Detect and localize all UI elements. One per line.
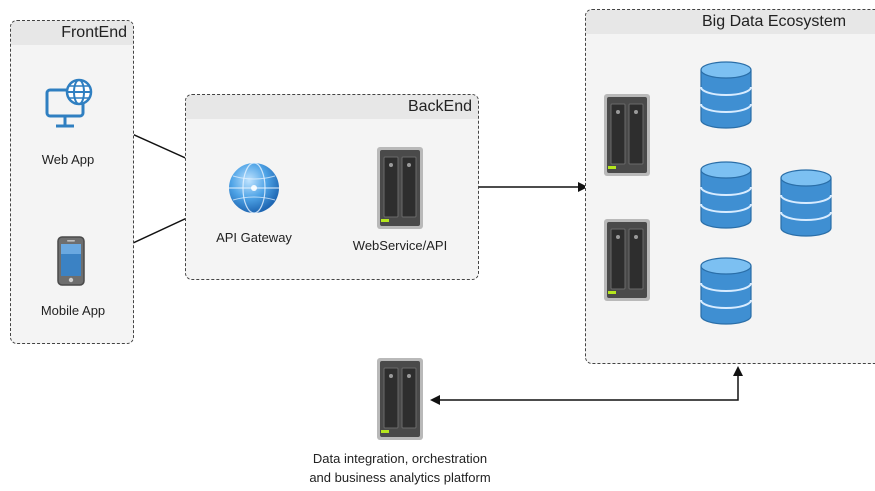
webservice-label: WebService/API xyxy=(352,238,448,253)
server-icon[interactable] xyxy=(604,94,650,181)
database-icon[interactable] xyxy=(699,160,753,235)
database-icon[interactable] xyxy=(779,168,833,243)
backend-title: BackEnd xyxy=(186,95,478,119)
globe-icon[interactable] xyxy=(226,160,282,221)
frontend-title: FrontEnd xyxy=(11,21,133,45)
analytics-label-line2: and business analytics platform xyxy=(309,470,491,485)
server-icon[interactable] xyxy=(377,358,423,445)
database-icon[interactable] xyxy=(699,60,753,135)
api-gateway-label: API Gateway xyxy=(216,230,292,245)
analytics-label-line1: Data integration, orchestration xyxy=(312,451,488,466)
mobile-app-label: Mobile App xyxy=(40,303,106,318)
smartphone-icon[interactable] xyxy=(56,236,88,293)
frontend-group: FrontEnd xyxy=(10,20,134,344)
web-app-label: Web App xyxy=(41,152,95,167)
server-icon[interactable] xyxy=(604,219,650,306)
bigdata-title: Big Data Ecosystem xyxy=(586,10,875,34)
arrow-analytics-bigdata xyxy=(430,366,743,405)
database-icon[interactable] xyxy=(699,256,753,331)
server-icon[interactable] xyxy=(377,147,423,234)
monitor-globe-icon[interactable] xyxy=(44,78,98,141)
